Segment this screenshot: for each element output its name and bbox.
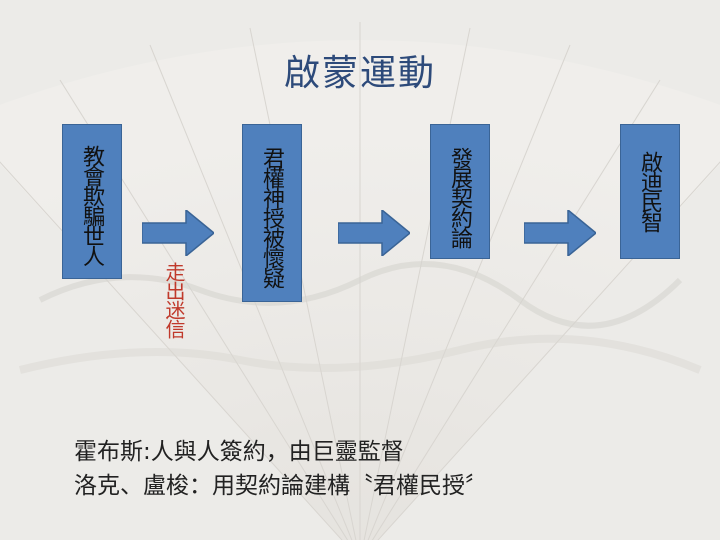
box-church-deception: 教會欺騙世人 (62, 124, 122, 279)
text-line-locke-rousseau: 洛克、盧梭：用契約論建構〝君權民授〞 (74, 466, 488, 500)
text-line-hobbes: 霍布斯:人與人簽約，由巨靈監督 (74, 432, 404, 466)
box-develop-contract-theory: 發展契約論 (430, 124, 490, 259)
right-arrow-icon (338, 210, 410, 256)
box-label: 發展契約論 (447, 147, 471, 247)
slide-title: 啟蒙運動 (0, 44, 720, 96)
right-arrow-icon (524, 210, 596, 256)
box-label: 君權神授被懷疑 (259, 147, 283, 287)
box-label: 教會欺騙世人 (79, 145, 103, 265)
right-arrow-icon (142, 210, 214, 256)
box-label: 啟迪民智 (637, 151, 661, 231)
side-note-leave-superstition: 走出迷信 (160, 262, 189, 338)
box-enlighten-people: 啟迪民智 (620, 124, 680, 259)
box-divine-right-doubted: 君權神授被懷疑 (242, 124, 302, 302)
